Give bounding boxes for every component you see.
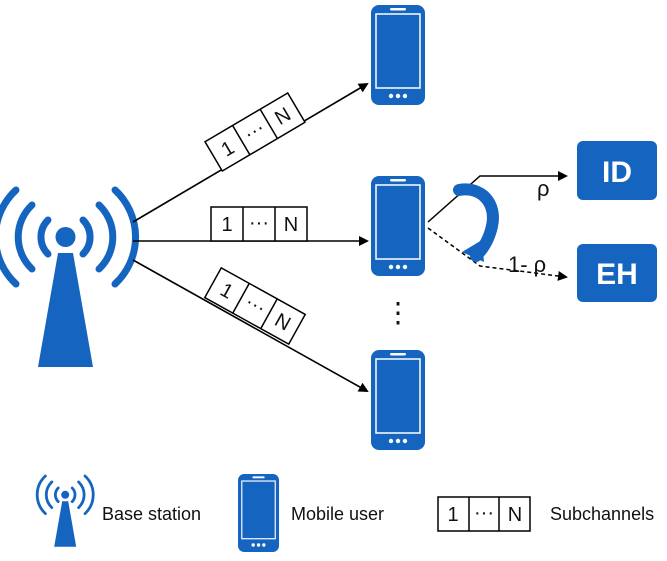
eh-ratio-label: 1- ρ [508, 252, 546, 277]
id-receiver-box: ID [577, 141, 657, 200]
subchannel-block-top: 1 ··· N [203, 91, 307, 173]
legend-mobile-user-icon [237, 473, 280, 553]
mobile-user-top [370, 4, 426, 106]
id-branch-line [427, 171, 568, 223]
subchannel-first: 1 [221, 214, 232, 236]
subchannel-dots: ··· [474, 502, 494, 524]
subchannel-dots: ··· [249, 212, 269, 234]
legend-subchannel-block: 1 ··· N [437, 496, 531, 532]
rotate-arrow-icon [453, 183, 499, 262]
legend-mobile-user-label: Mobile user [291, 504, 384, 524]
subchannel-last: N [508, 504, 522, 526]
base-station-icon [0, 190, 136, 367]
legend-base-station-icon [35, 474, 95, 549]
legend-base-station-label: Base station [102, 504, 201, 524]
subchannel-block-bottom: 1 ··· N [203, 266, 307, 346]
mobile-user-bottom [370, 349, 426, 451]
id-ratio-label: ρ [537, 176, 550, 201]
eh-label: EH [596, 258, 638, 291]
subchannel-block-middle: 1 ··· N [210, 206, 308, 242]
subchannel-last: N [284, 214, 298, 236]
mobile-user-middle [370, 175, 426, 277]
subchannel-first: 1 [447, 504, 458, 526]
id-label: ID [602, 156, 632, 189]
legend: Base station Mobile user 1 ··· N Subchan… [35, 473, 654, 553]
link-bottom [132, 259, 369, 392]
more-users-indicator: ⋮ [384, 297, 412, 328]
legend-subchannels-label: Subchannels [550, 504, 654, 524]
eh-receiver-box: EH [577, 244, 657, 302]
eh-branch-line [427, 227, 568, 281]
